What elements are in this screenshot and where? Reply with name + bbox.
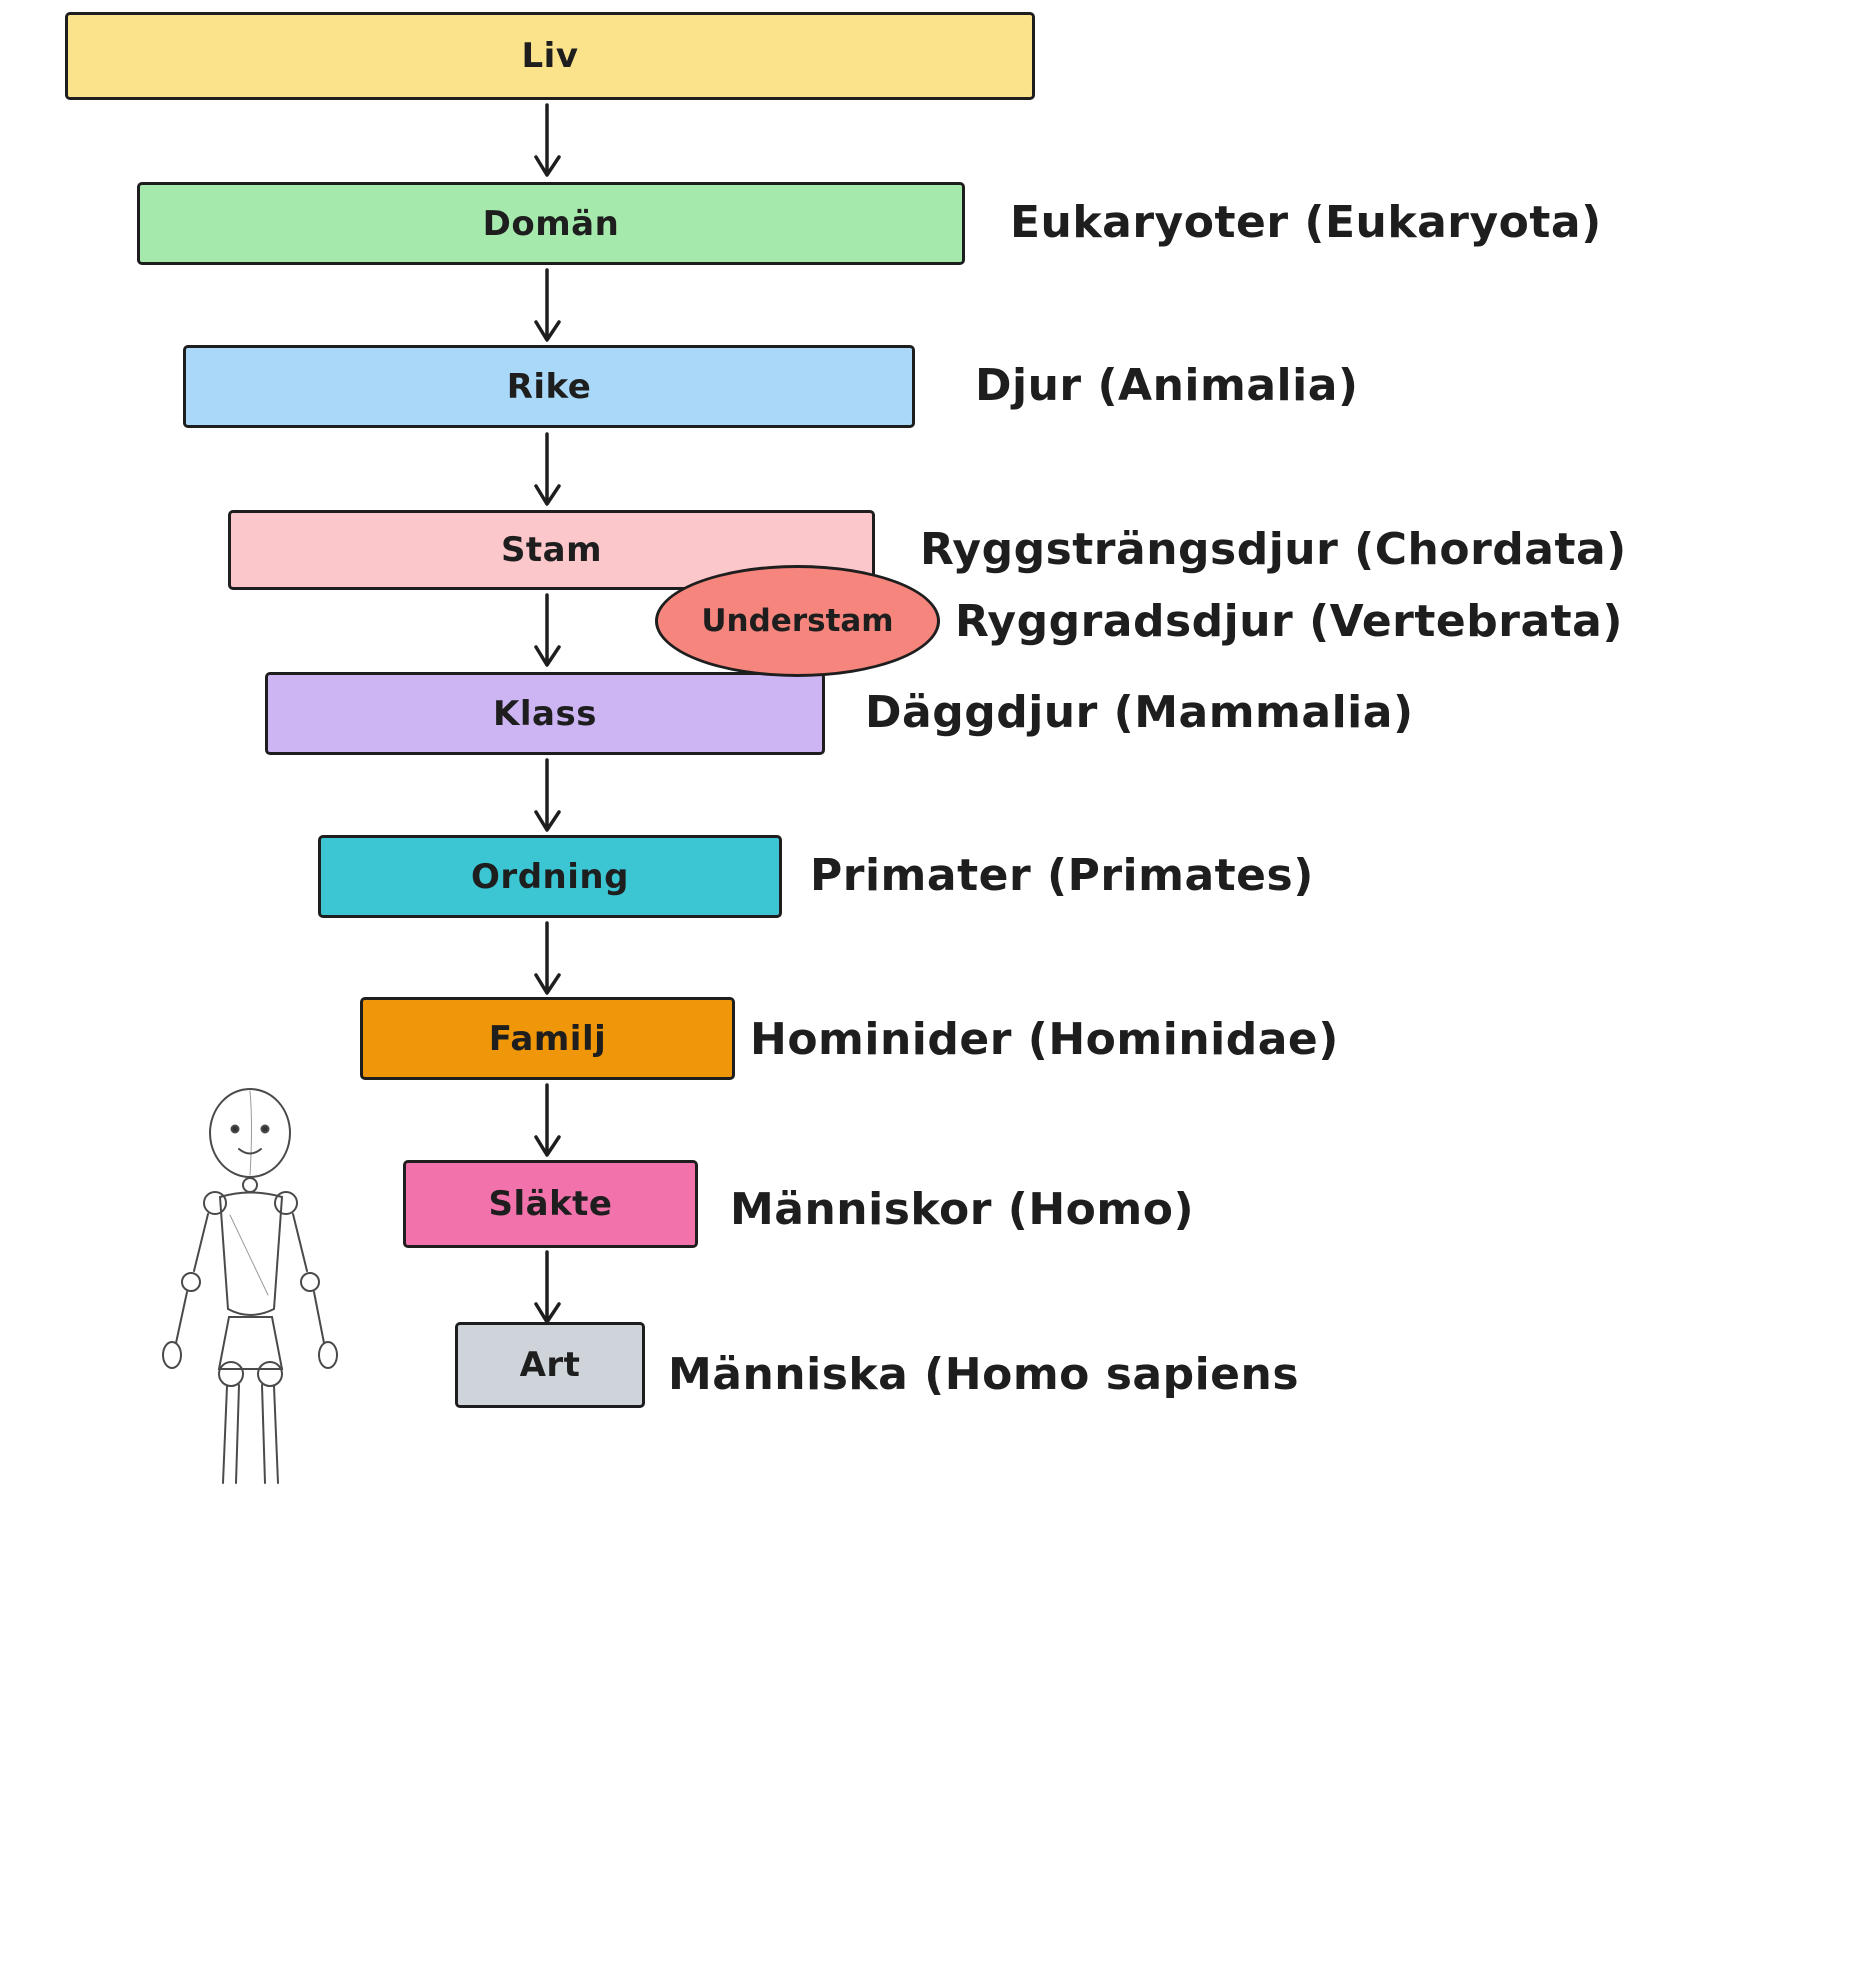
annotation-art: Människa (Homo sapiens (668, 1349, 1300, 1400)
substage-label-understam: Understam (701, 603, 894, 639)
level-label-familj: Familj (488, 1018, 607, 1059)
level-label-rike: Rike (506, 366, 592, 407)
substage-ellipse-understam: Understam (655, 565, 940, 677)
annotation-stam: Ryggsträngsdjur (Chordata) (920, 524, 1627, 575)
arrow-down-icon (534, 758, 561, 832)
annotation-rike: Djur (Animalia) (975, 360, 1359, 411)
annotation-doman: Eukaryoter (Eukaryota) (1010, 197, 1602, 248)
level-label-ordning: Ordning (471, 856, 629, 897)
annotation-familj: Hominider (Hominidae) (750, 1014, 1339, 1065)
level-box-slakte: Släkte (403, 1160, 698, 1248)
arrow-down-icon (534, 921, 561, 995)
level-box-stam: Stam (228, 510, 875, 590)
arrow-down-icon (534, 1250, 561, 1324)
level-box-doman: Domän (137, 182, 965, 265)
level-box-ordning: Ordning (318, 835, 782, 918)
arrow-down-icon (534, 593, 561, 667)
arrow-down-icon (534, 103, 561, 177)
arrow-down-icon (534, 268, 561, 342)
level-label-art: Art (519, 1345, 581, 1385)
level-label-stam: Stam (500, 530, 603, 570)
level-label-klass: Klass (493, 693, 597, 734)
annotation-slakte: Människor (Homo) (730, 1184, 1195, 1235)
level-label-liv: Liv (521, 36, 579, 76)
annotation-ordning: Primater (Primates) (810, 850, 1314, 901)
level-box-rike: Rike (183, 345, 915, 428)
arrow-down-icon (534, 432, 561, 506)
human-figure-sketch (162, 1088, 338, 1484)
level-box-art: Art (455, 1322, 645, 1408)
level-label-doman: Domän (482, 203, 620, 244)
arrow-down-icon (534, 1083, 561, 1157)
level-box-liv: Liv (65, 12, 1035, 100)
level-box-familj: Familj (360, 997, 735, 1080)
annotation-klass: Däggdjur (Mammalia) (865, 687, 1414, 738)
level-label-slakte: Släkte (488, 1184, 613, 1224)
annotation-understam: Ryggradsdjur (Vertebrata) (955, 596, 1623, 647)
level-box-klass: Klass (265, 672, 825, 755)
